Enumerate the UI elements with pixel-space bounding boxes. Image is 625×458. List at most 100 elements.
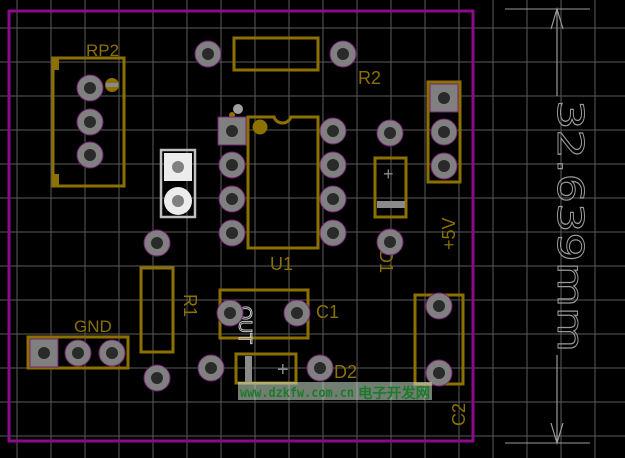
gnd-pad[interactable]	[29, 338, 59, 368]
pad-hole	[84, 116, 96, 128]
rp2-pad[interactable]	[76, 74, 104, 102]
pad-hole	[433, 300, 445, 312]
u1-pin1-dot	[252, 119, 268, 135]
u1-pad[interactable]	[319, 117, 347, 145]
component-5v-header[interactable]: +5V	[426, 80, 462, 250]
r1-pad[interactable]	[143, 229, 171, 257]
d2-pad[interactable]	[306, 354, 334, 382]
u1-small-dot-2	[233, 104, 243, 114]
d1-label: D1	[376, 250, 396, 273]
gnd-pad[interactable]	[98, 339, 126, 367]
5v-pad[interactable]	[430, 152, 458, 180]
pad-hole	[327, 193, 339, 205]
r1-pad[interactable]	[143, 364, 171, 392]
d1-cathode-band	[377, 201, 405, 208]
c2-pad[interactable]	[425, 359, 453, 387]
pad-hole	[291, 307, 303, 319]
pad-hole	[327, 125, 339, 137]
component-jumper[interactable]	[159, 148, 197, 219]
pads	[29, 40, 459, 392]
5v-label: +5V	[439, 217, 459, 250]
u1-pad[interactable]	[319, 219, 347, 247]
u1-pad[interactable]	[218, 219, 246, 247]
pad-hole	[337, 48, 349, 60]
c1-pad[interactable]	[283, 299, 311, 327]
pad-hole	[314, 362, 326, 374]
d1-polarity: +	[383, 164, 394, 184]
d1-pad[interactable]	[376, 119, 404, 147]
rp2-pad[interactable]	[76, 108, 104, 136]
pad-hole	[384, 236, 396, 248]
d2-cathode-band	[245, 356, 252, 382]
d1-pad[interactable]	[376, 228, 404, 256]
component-r2[interactable]: R2	[232, 36, 381, 88]
d2-label: D2	[334, 362, 357, 382]
pad-hole	[226, 227, 238, 239]
dimension-arrow-down-icon	[550, 422, 564, 446]
pad-hole	[38, 347, 50, 359]
watermark-bg	[238, 382, 432, 400]
d2-polarity: +	[277, 359, 289, 381]
d2-pad[interactable]	[197, 354, 225, 382]
pad-hole	[224, 307, 236, 319]
pad-hole	[384, 127, 396, 139]
u1-outline	[246, 115, 320, 250]
5v-pad[interactable]	[429, 83, 459, 113]
component-rp2[interactable]: RP2	[51, 41, 126, 188]
rp2-pad[interactable]	[76, 141, 104, 169]
r1-outline	[139, 266, 175, 354]
r2-pad[interactable]	[329, 40, 357, 68]
rp2-outline	[51, 56, 126, 188]
watermark-url: www.dzkfw.com.cn	[240, 386, 354, 401]
u1-pad[interactable]	[319, 151, 347, 179]
u1-pad[interactable]	[319, 185, 347, 213]
pad-hole	[151, 372, 163, 384]
gnd-outline	[26, 335, 130, 370]
r1-label: R1	[180, 294, 200, 317]
jumper-outline	[159, 148, 197, 219]
rp2-marker-top	[53, 58, 59, 70]
r2-label: R2	[358, 68, 381, 88]
c2-pad[interactable]	[425, 292, 453, 320]
component-r1[interactable]: R1	[139, 266, 200, 354]
watermark: www.dzkfw.com.cn 电子开发网	[238, 382, 432, 402]
pad-hole	[205, 362, 217, 374]
5v-outline	[426, 80, 462, 184]
jumper-pad-2-hole	[172, 195, 184, 207]
pad-hole	[438, 92, 450, 104]
u1-pad[interactable]	[218, 151, 246, 179]
c1-pad[interactable]	[216, 299, 244, 327]
gnd-label: GND	[74, 317, 112, 336]
pad-hole	[226, 159, 238, 171]
pad-hole	[438, 126, 450, 138]
dimension-value: 32.639mm	[549, 100, 590, 352]
pad-hole	[433, 367, 445, 379]
watermark-site-name: 电子开发网	[358, 385, 430, 402]
gnd-pad[interactable]	[64, 339, 92, 367]
d1-outline	[373, 156, 408, 219]
c2-label: C2	[449, 403, 469, 426]
component-d1[interactable]: + D1	[373, 156, 408, 273]
pad-hole	[151, 237, 163, 249]
pad-hole	[226, 193, 238, 205]
component-u1[interactable]: U1	[229, 104, 320, 274]
u1-pad[interactable]	[218, 185, 246, 213]
pad-hole	[72, 347, 84, 359]
board-outline	[7, 9, 475, 443]
pad-hole	[226, 125, 238, 137]
u1-pad[interactable]	[217, 116, 247, 146]
r2-outline	[232, 36, 320, 72]
r2-pad[interactable]	[194, 40, 222, 68]
5v-pad[interactable]	[430, 118, 458, 146]
dimension-arrow-up-icon	[550, 6, 564, 30]
pad-hole	[84, 82, 96, 94]
pad-hole	[106, 347, 118, 359]
u1-label: U1	[270, 254, 293, 274]
component-gnd-header[interactable]: GND	[26, 317, 130, 370]
jumper-pad-1-hole	[172, 161, 184, 173]
pad-hole	[202, 48, 214, 60]
pad-hole	[84, 149, 96, 161]
c1-label: C1	[316, 302, 339, 322]
